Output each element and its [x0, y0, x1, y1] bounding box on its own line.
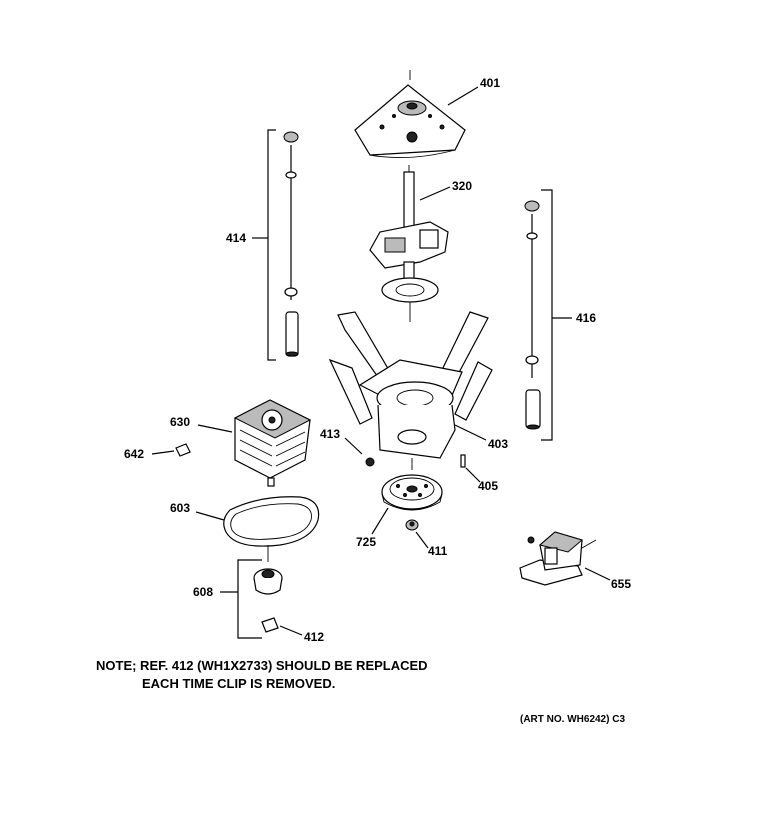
belt-603 — [195, 496, 320, 547]
bolt-405 — [460, 454, 481, 483]
ref-412: 412 — [304, 630, 324, 644]
mounting-frame-403 — [328, 311, 493, 470]
drive-pulley-725 — [371, 474, 443, 535]
ref-630: 630 — [170, 415, 190, 429]
clip-642 — [151, 443, 191, 457]
clip-412 — [261, 617, 303, 636]
ref-725: 725 — [356, 535, 376, 549]
ref-411: 411 — [428, 544, 448, 558]
ref-405: 405 — [478, 479, 498, 493]
art-number: (ART NO. WH6242) C3 — [520, 714, 625, 725]
ref-414: 414 — [226, 231, 246, 245]
ref-655: 655 — [611, 577, 631, 591]
ref-401: 401 — [480, 76, 500, 90]
ref-603: 603 — [170, 501, 190, 515]
ref-416: 416 — [576, 311, 596, 325]
transmission-320 — [369, 165, 451, 322]
suspension-rod-414 — [252, 129, 299, 361]
motor-630 — [197, 399, 312, 487]
note-line-1: NOTE; REF. 412 (WH1X2733) SHOULD BE REPL… — [96, 658, 428, 673]
suspension-rod-416 — [524, 189, 572, 441]
note-line-2: EACH TIME CLIP IS REMOVED. — [142, 676, 335, 691]
pulley-608 — [220, 545, 283, 639]
shift-actuator-655 — [519, 531, 611, 586]
ref-642: 642 — [124, 447, 144, 461]
ref-320: 320 — [452, 179, 472, 193]
ref-403: 403 — [488, 437, 508, 451]
ref-608: 608 — [193, 585, 213, 599]
nut-411 — [405, 519, 429, 549]
ref-413: 413 — [320, 427, 340, 441]
nut-413 — [344, 437, 375, 467]
cover-401 — [354, 70, 479, 159]
